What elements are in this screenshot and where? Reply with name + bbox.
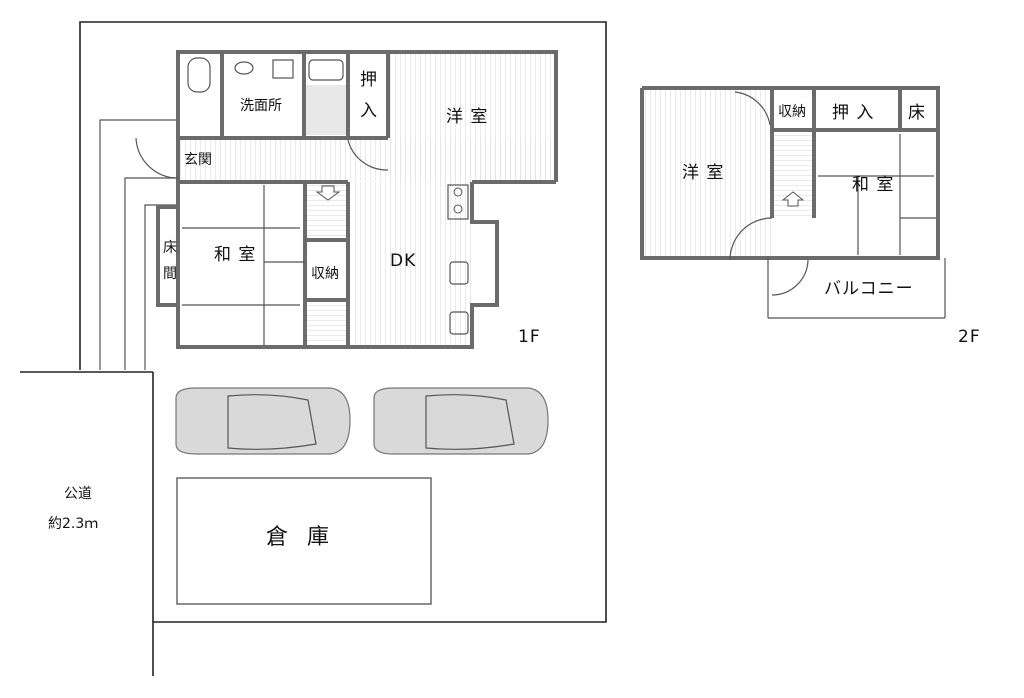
floor2-building bbox=[640, 86, 946, 319]
label-1f: 1F bbox=[518, 327, 541, 347]
car-left bbox=[175, 387, 351, 455]
label-oshiire-1f-b: 入 bbox=[360, 101, 378, 121]
label-oshiire-2f: 押 入 bbox=[832, 103, 874, 123]
label-western-2f: 洋 室 bbox=[682, 163, 724, 183]
label-western-1f: 洋 室 bbox=[446, 107, 488, 127]
car-right bbox=[373, 387, 549, 455]
warehouse-outline bbox=[176, 477, 432, 605]
label-2f: 2F bbox=[958, 327, 981, 347]
label-japanese-2f: 和 室 bbox=[852, 175, 894, 195]
label-dk: DK bbox=[390, 251, 416, 271]
label-tokonoma-a: 床 bbox=[163, 240, 177, 256]
label-road-width: 約2.3ｍ bbox=[48, 516, 98, 532]
label-tokonoma-b: 間 bbox=[163, 266, 177, 282]
label-entrance: 玄関 bbox=[184, 151, 212, 168]
label-japanese-1f: 和 室 bbox=[214, 245, 256, 265]
site-boundary bbox=[20, 21, 607, 676]
label-washroom: 洗面所 bbox=[240, 98, 282, 114]
label-road: 公道 bbox=[64, 486, 92, 502]
label-storage-1f: 収納 bbox=[311, 266, 339, 282]
label-storage-2f: 収納 bbox=[778, 104, 806, 120]
label-toko-2f: 床 bbox=[908, 103, 926, 123]
floor1-building bbox=[135, 50, 558, 349]
label-oshiire-1f-a: 押 bbox=[360, 70, 378, 90]
label-balcony: バルコニー bbox=[824, 279, 914, 299]
label-warehouse: 倉 庫 bbox=[266, 525, 335, 550]
